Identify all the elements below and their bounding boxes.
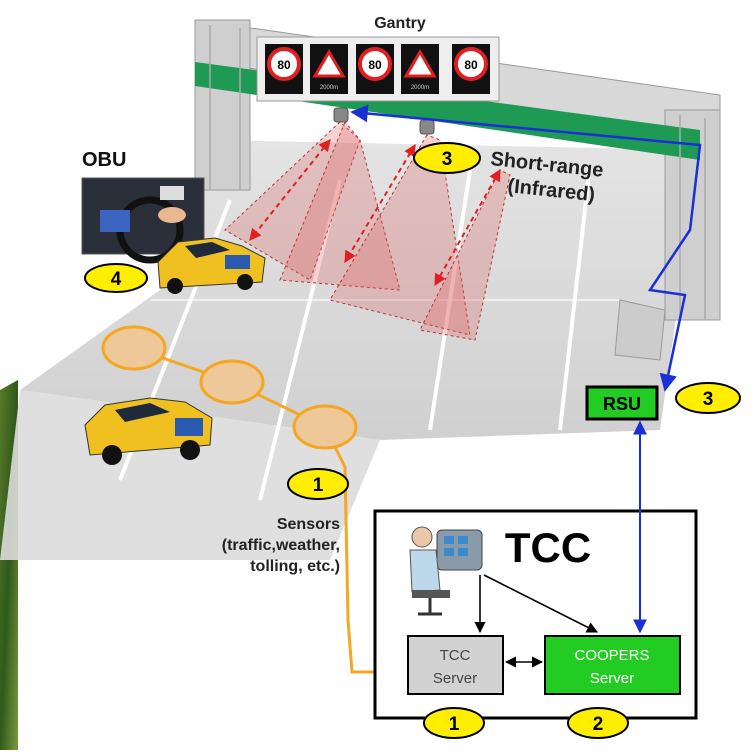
svg-text:80: 80 — [368, 58, 382, 72]
sensor-loop-3 — [292, 404, 358, 450]
svg-text:2000m: 2000m — [320, 85, 338, 91]
svg-text:80: 80 — [277, 58, 291, 72]
tcc-title: TCC — [505, 524, 591, 571]
sensors-desc-line2: tolling, etc.) — [250, 558, 340, 575]
sensor-loops — [101, 325, 408, 683]
svg-text:2000m: 2000m — [411, 85, 429, 91]
svg-text:80: 80 — [464, 58, 478, 72]
infrared-beacon-1 — [333, 107, 349, 123]
sign-warning-1: 2000m — [310, 44, 348, 94]
sign-speed-2: 80 — [356, 44, 394, 94]
sign-warning-2: 2000m — [401, 44, 439, 94]
sign-speed-3: 80 — [452, 44, 490, 94]
coopers-server-badge: 2 — [567, 707, 629, 739]
tcc-server-badge: 1 — [423, 707, 485, 739]
infrared-beacon-2 — [419, 119, 435, 135]
svg-text:4: 4 — [111, 269, 122, 290]
svg-text:RSU: RSU — [603, 394, 641, 414]
sensors-badge: 1 — [287, 468, 349, 500]
svg-text:Server: Server — [590, 670, 634, 687]
svg-text:3: 3 — [442, 149, 453, 170]
sensor-loop-2 — [199, 359, 265, 405]
coopers-server-box: COOPERS Server — [544, 635, 681, 695]
svg-text:1: 1 — [449, 714, 460, 735]
obu-badge: 4 — [84, 263, 148, 293]
gantry-title: Gantry — [374, 15, 426, 32]
svg-text:2: 2 — [593, 714, 604, 735]
rsu-badge: 3 — [675, 382, 741, 414]
sensor-loop-1 — [101, 325, 167, 371]
rsu-cabinet — [614, 299, 666, 361]
sensors-label: Sensors — [277, 516, 340, 533]
sign-speed-1: 80 — [265, 44, 303, 94]
obu-label: OBU — [82, 149, 126, 171]
sensors-desc-line1: (traffic,weather, — [222, 537, 340, 554]
short-range-badge: 3 — [413, 142, 481, 174]
svg-text:3: 3 — [703, 389, 714, 410]
tcc-server-box: TCC Server — [407, 635, 504, 695]
svg-text:1: 1 — [313, 475, 324, 496]
link-beacon-rsu — [350, 104, 702, 392]
arrow-operator-coopers — [483, 574, 598, 633]
svg-text:TCC: TCC — [440, 647, 471, 664]
gantry-sign-board: 80 2000m 80 2000m 80 — [256, 36, 500, 102]
car-foreground — [84, 397, 213, 465]
svg-text:Server: Server — [433, 670, 477, 687]
car-with-obu — [157, 237, 266, 294]
svg-text:COOPERS: COOPERS — [574, 647, 649, 664]
operator-icon — [409, 526, 483, 616]
rsu-box: RSU — [585, 385, 659, 421]
